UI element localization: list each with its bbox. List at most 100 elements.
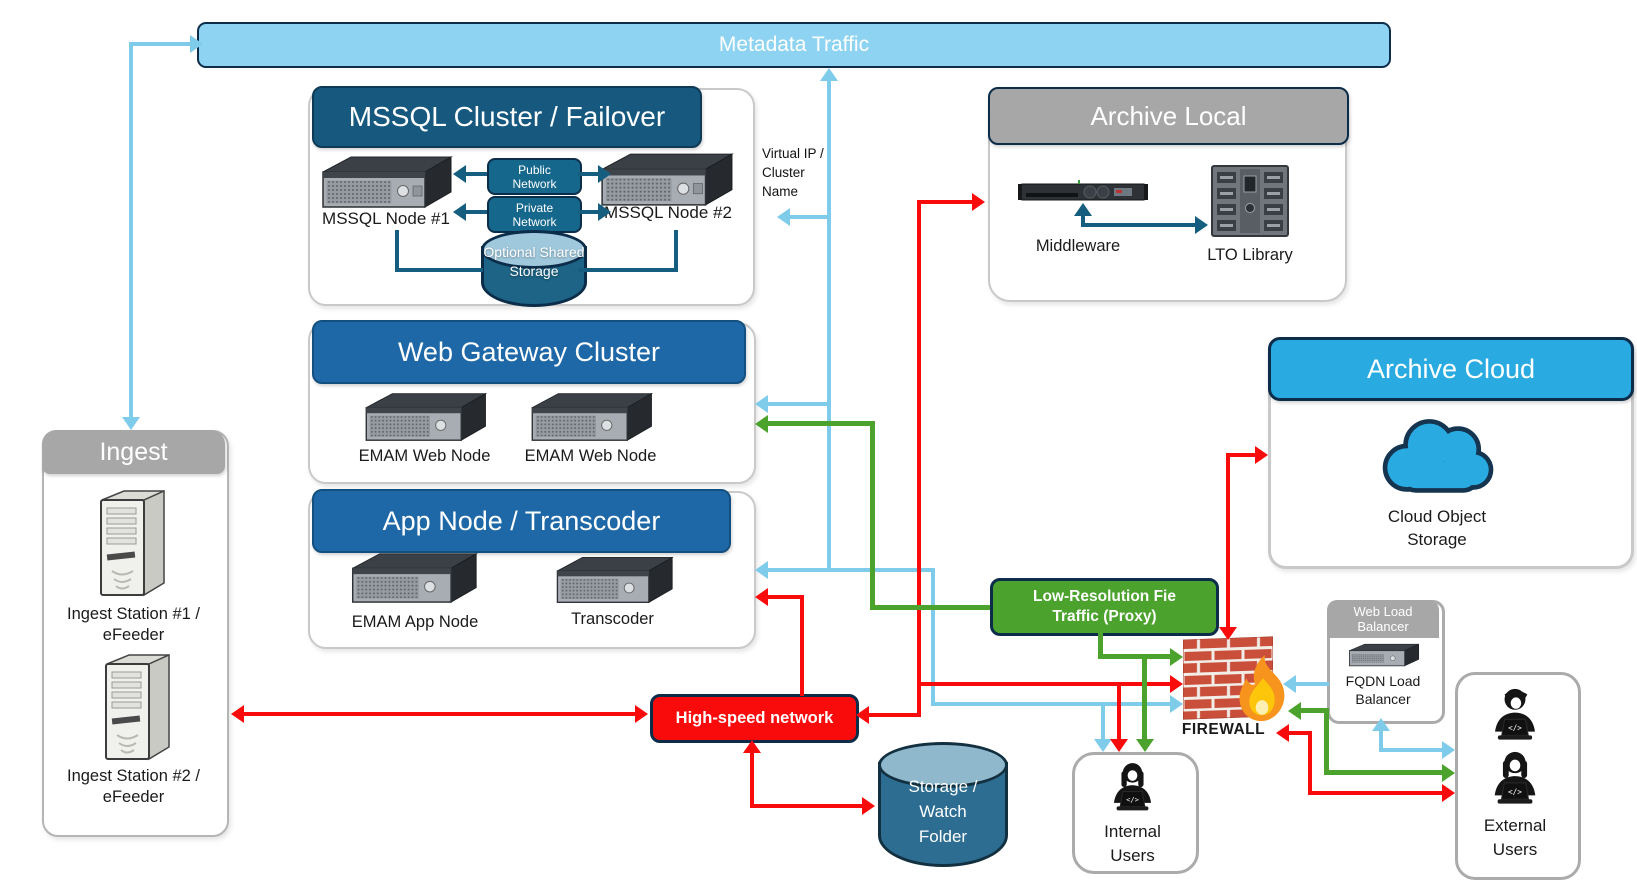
- connector-segment: [790, 215, 831, 219]
- proxy-traffic-box: Low-Resolution Fie Traffic (Proxy): [990, 578, 1219, 636]
- public-network-label: Public Network: [512, 162, 557, 191]
- arrowhead-icon: [755, 561, 768, 579]
- connector-segment: [578, 268, 678, 272]
- connector-segment: [129, 42, 190, 46]
- ingest-title: Ingest: [99, 437, 168, 466]
- ingest-station2-tower-icon: [105, 653, 170, 761]
- arrowhead-icon: [743, 740, 761, 753]
- connector-segment: [1098, 630, 1103, 659]
- shared-storage-cylinder-top: [481, 230, 587, 269]
- mssql-cluster-header: MSSQL Cluster / Failover: [312, 86, 702, 148]
- arrowhead-icon: [1170, 695, 1183, 713]
- arrowhead-icon: [1442, 764, 1455, 782]
- mssql-node1-label: MSSQL Node #1: [322, 209, 450, 228]
- app-node-title: App Node / Transcoder: [382, 505, 661, 536]
- connector-segment: [1379, 748, 1442, 752]
- svg-text:</>: </>: [1126, 795, 1139, 804]
- svg-text:</>: </>: [1508, 724, 1522, 733]
- proxy-traffic-line2: Traffic (Proxy): [1052, 608, 1157, 625]
- arrowhead-icon: [1170, 648, 1183, 666]
- virtual-ip-note: Virtual IP / Cluster Name: [762, 146, 824, 199]
- arrowhead-icon: [755, 395, 768, 413]
- arrowhead-icon: [231, 705, 244, 723]
- connector-segment: [869, 713, 921, 717]
- storage-watch-folder-cylinder-top: [878, 742, 1008, 788]
- arrowhead-icon: [820, 68, 838, 81]
- arrowhead-icon: [1372, 718, 1390, 731]
- connector-segment: [917, 682, 1170, 686]
- connector-segment: [1101, 702, 1105, 739]
- ingest-station1-label: Ingest Station #1 / eFeeder: [66, 605, 200, 644]
- emam-web-node1-server-icon: [365, 392, 488, 442]
- connector-segment: [1142, 654, 1147, 739]
- connector-segment: [1308, 791, 1442, 795]
- web-load-balancer-title: Web Load Balancer: [1353, 604, 1413, 634]
- connector-segment: [395, 230, 399, 272]
- connector-segment: [768, 595, 804, 599]
- ingest-station2-label: Ingest Station #2 / eFeeder: [66, 767, 200, 806]
- connector-segment: [750, 804, 862, 808]
- arrowhead-icon: [190, 35, 203, 53]
- ingest-station1-tower-icon: [100, 489, 165, 597]
- connector-segment: [578, 210, 598, 214]
- lto-library-label: LTO Library: [1207, 246, 1293, 264]
- archive-local-header: Archive Local: [988, 87, 1349, 145]
- connector-segment: [1324, 770, 1442, 775]
- connector-segment: [931, 568, 935, 706]
- emam-web-node1-label: EMAM Web Node: [358, 447, 491, 465]
- connector-segment: [1296, 682, 1329, 686]
- arrowhead-icon: [755, 415, 768, 433]
- connector-segment: [466, 172, 487, 176]
- arrowhead-icon: [1255, 446, 1268, 464]
- ingest-header: Ingest: [42, 430, 225, 474]
- connector-segment: [1081, 223, 1195, 227]
- archive-cloud-title: Archive Cloud: [1366, 353, 1536, 384]
- fqdn-load-balancer-server-icon: [1349, 643, 1420, 667]
- arrowhead-icon: [1170, 675, 1183, 693]
- web-load-balancer-header: Web Load Balancer: [1327, 600, 1439, 638]
- mssql-node2-label: MSSQL Node #2: [604, 203, 732, 222]
- proxy-traffic-line1: Low-Resolution Fie: [1033, 588, 1176, 605]
- middleware-server-icon: [1018, 180, 1148, 201]
- metadata-traffic-label: Metadata Traffic: [718, 33, 870, 56]
- svg-text:</>: </>: [1508, 787, 1522, 796]
- emam-web-node2-label: EMAM Web Node: [524, 447, 657, 465]
- connector-segment: [244, 712, 635, 716]
- arrowhead-icon: [453, 165, 466, 183]
- connector-segment: [1117, 684, 1121, 739]
- emam-web-node2-server-icon: [531, 392, 654, 442]
- connector-segment: [800, 597, 804, 696]
- mssql-node2-server-icon: [601, 153, 734, 206]
- connector-segment: [395, 268, 483, 272]
- arrowhead-icon: [1094, 739, 1112, 752]
- connector-segment: [768, 568, 935, 572]
- connector-segment: [1098, 654, 1170, 659]
- arrowhead-icon: [777, 208, 790, 226]
- web-gateway-title: Web Gateway Cluster: [397, 336, 661, 367]
- metadata-traffic-banner: Metadata Traffic: [197, 22, 1391, 68]
- storage-watch-folder-label: Storage / Watch Folder: [908, 777, 978, 846]
- middleware-label: Middleware: [1035, 237, 1121, 255]
- arrowhead-icon: [1136, 739, 1154, 752]
- connector-segment: [1226, 453, 1255, 457]
- connector-segment: [870, 421, 875, 610]
- internal-users-label: Internal Users: [1104, 822, 1161, 865]
- external-user1-icon: </>: [1495, 688, 1535, 740]
- connector-segment: [750, 753, 754, 806]
- arrowhead-icon: [1219, 627, 1237, 640]
- arrowhead-icon: [598, 203, 611, 221]
- emam-app-node-label: EMAM App Node: [351, 613, 479, 631]
- arrowhead-icon: [1276, 724, 1289, 742]
- connector-segment: [917, 200, 972, 204]
- arrowhead-icon: [453, 203, 466, 221]
- shared-storage-label: Optional Shared Storage: [483, 244, 585, 279]
- arrowhead-icon: [972, 193, 985, 211]
- connector-segment: [466, 210, 487, 214]
- connector-segment: [768, 421, 875, 426]
- arrowhead-icon: [856, 706, 869, 724]
- cloud-object-storage-label: Cloud Object Storage: [1387, 507, 1487, 549]
- connector-segment: [870, 605, 990, 610]
- external-users-label-wrap: External Users: [1455, 814, 1575, 862]
- arrowhead-icon: [1074, 203, 1092, 216]
